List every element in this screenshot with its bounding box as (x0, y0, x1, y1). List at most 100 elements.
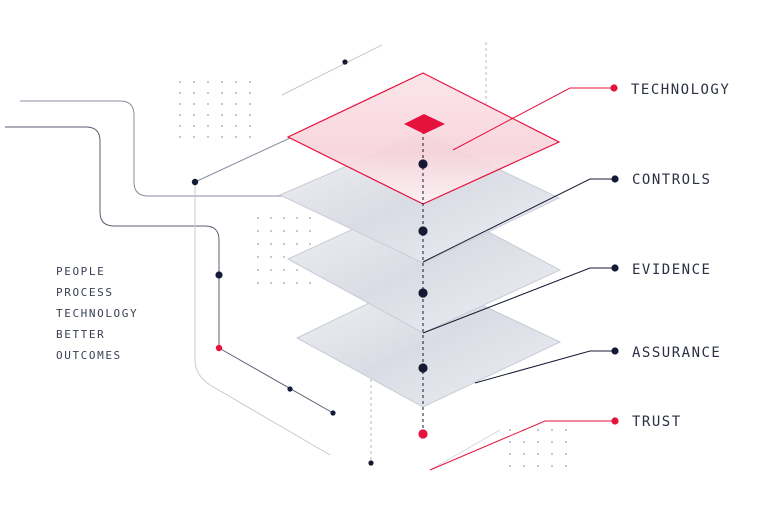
grid-dot (283, 230, 285, 232)
word-process: PROCESS (56, 286, 114, 299)
label-assurance: ASSURANCE (632, 345, 721, 361)
grid-dot (283, 282, 285, 284)
decor-node (287, 386, 293, 392)
grid-dot (509, 453, 511, 455)
grid-dot (296, 282, 298, 284)
grid-dot (565, 453, 567, 455)
grid-dot (537, 429, 539, 431)
grid-dot (257, 269, 259, 271)
word-people: PEOPLE (56, 265, 105, 278)
grid-dot (551, 453, 553, 455)
grid-dot (296, 230, 298, 232)
grid-dot (235, 114, 237, 116)
background-lines (5, 42, 501, 471)
grid-dot (257, 256, 259, 258)
leader-assurance (474, 350, 615, 384)
left-word-list: PEOPLE PROCESS TECHNOLOGY BETTER OUTCOME… (56, 265, 137, 362)
leader-trust (429, 420, 615, 471)
label-dot-controls (611, 175, 619, 183)
grid-dot (283, 217, 285, 219)
label-controls: CONTROLS (632, 172, 711, 188)
grid-dot (249, 103, 251, 105)
grid-dot (565, 441, 567, 443)
label-dot-trust (611, 417, 619, 425)
grid-dot (283, 243, 285, 245)
label-trust: TRUST (632, 414, 682, 430)
left-node-navy (215, 271, 223, 279)
grid-dot (179, 125, 181, 127)
grid-dot (257, 230, 259, 232)
grid-dot (565, 429, 567, 431)
top-square-marker (404, 114, 445, 134)
grid-dot (221, 125, 223, 127)
grid-dot (551, 429, 553, 431)
word-outcomes: OUTCOMES (56, 349, 122, 362)
grid-dot (249, 125, 251, 127)
leader-controls (422, 178, 615, 263)
decor-line-bottom (429, 429, 501, 471)
grid-dot (565, 465, 567, 467)
grid-dot (207, 81, 209, 83)
link-line-top (194, 137, 291, 183)
axis-node-evidence (418, 288, 428, 298)
grid-dot (249, 92, 251, 94)
grid-dot (207, 136, 209, 138)
word-better: BETTER (56, 328, 105, 341)
grid-dot (296, 243, 298, 245)
grid-dot (179, 103, 181, 105)
grid-dot (193, 125, 195, 127)
axis-node-technology (418, 159, 428, 169)
grid-dot (509, 429, 511, 431)
grid-dot (221, 92, 223, 94)
grid-dot (270, 230, 272, 232)
decor-node (368, 460, 374, 466)
grid-dot (537, 453, 539, 455)
grid-dot (270, 282, 272, 284)
grid-dot (551, 465, 553, 467)
grid-dot (309, 230, 311, 232)
grid-dot (509, 441, 511, 443)
grid-dot (257, 282, 259, 284)
decor-line-top (281, 44, 383, 96)
grid-dot (179, 92, 181, 94)
grid-dot (193, 136, 195, 138)
axis-node-trust (418, 429, 428, 439)
grid-dot (270, 243, 272, 245)
grid-dot (283, 269, 285, 271)
grid-dot (179, 136, 181, 138)
grid-dot (249, 136, 251, 138)
label-dot-assurance (611, 347, 619, 355)
leader-evidence (422, 267, 615, 334)
grid-dot (270, 269, 272, 271)
left-node-navy (191, 178, 199, 186)
grid-dot (509, 465, 511, 467)
grid-dot (257, 217, 259, 219)
label-technology: TECHNOLOGY (631, 82, 730, 98)
grid-dot (537, 465, 539, 467)
left-node-red (215, 344, 223, 352)
grid-dot (309, 282, 311, 284)
grid-dot (221, 114, 223, 116)
grid-dot (221, 136, 223, 138)
grid-dot (207, 125, 209, 127)
grid-dot (207, 92, 209, 94)
grid-dot (193, 103, 195, 105)
grid-dot (235, 103, 237, 105)
grid-dot (193, 114, 195, 116)
leader-technology (452, 87, 614, 151)
grid-dot (179, 81, 181, 83)
grid-dot (193, 81, 195, 83)
grid-dot (309, 217, 311, 219)
grid-dot (235, 125, 237, 127)
label-dot-evidence (611, 264, 619, 272)
background-dot-grids (179, 81, 567, 467)
grid-dot (296, 217, 298, 219)
routed-line-1 (20, 100, 290, 197)
grid-dot (283, 256, 285, 258)
grid-dot (249, 114, 251, 116)
grid-dot (249, 81, 251, 83)
grid-dot (523, 453, 525, 455)
grid-dot (551, 441, 553, 443)
grid-dot (270, 217, 272, 219)
